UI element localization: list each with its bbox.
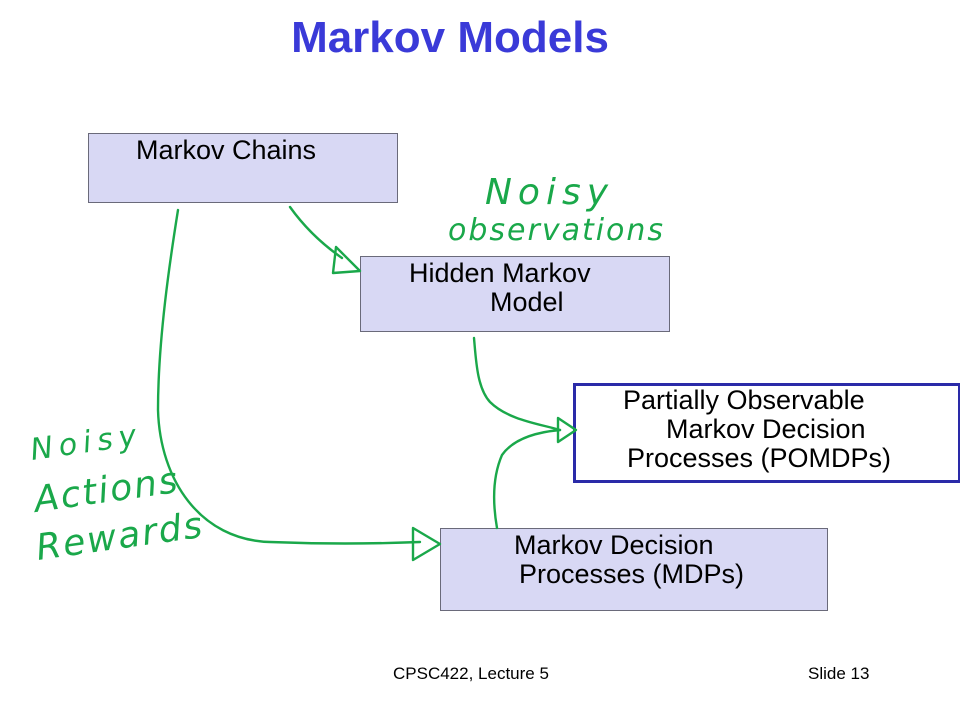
noisy-observations-line-2: observations: [448, 213, 665, 248]
arrow-mdp-to-pomdp: [492, 428, 562, 530]
pomdp-label-line-2: Markov Decision: [666, 414, 866, 444]
footer-slide-number: Slide 13: [808, 664, 870, 683]
noisy-actions-line-1: Noisy: [28, 418, 144, 468]
arrow-chains-to-mdp: [156, 208, 422, 545]
hidden-markov-model-box: Hidden Markov Model: [360, 256, 670, 332]
arrowhead-to-pomdp: [556, 416, 578, 444]
noisy-observations-line-1: Noisy: [485, 172, 614, 213]
arrowhead-chains-to-hmm: [331, 245, 362, 275]
pomdp-box: Partially Observable Markov Decision Pro…: [573, 383, 960, 483]
mdp-label-line-2: Processes (MDPs): [519, 559, 745, 589]
markov-chains-box: Markov Chains: [88, 133, 398, 203]
footer-course: CPSC422, Lecture 5: [393, 664, 549, 683]
markov-chains-label: Markov Chains: [136, 135, 317, 165]
hmm-label-line-1: Hidden Markov: [409, 258, 591, 288]
arrow-hmm-to-pomdp: [472, 336, 562, 432]
hmm-label-line-2: Model: [490, 287, 564, 317]
pomdp-label-line-1: Partially Observable: [623, 385, 865, 415]
slide-title: Markov Models: [291, 13, 609, 62]
arrowhead-chains-to-mdp: [411, 526, 442, 562]
pomdp-label-line-3: Processes (POMDPs): [627, 443, 892, 473]
mdp-box: Markov Decision Processes (MDPs): [440, 528, 828, 611]
arrow-chains-to-hmm: [288, 205, 344, 260]
mdp-label-line-1: Markov Decision: [514, 530, 714, 560]
